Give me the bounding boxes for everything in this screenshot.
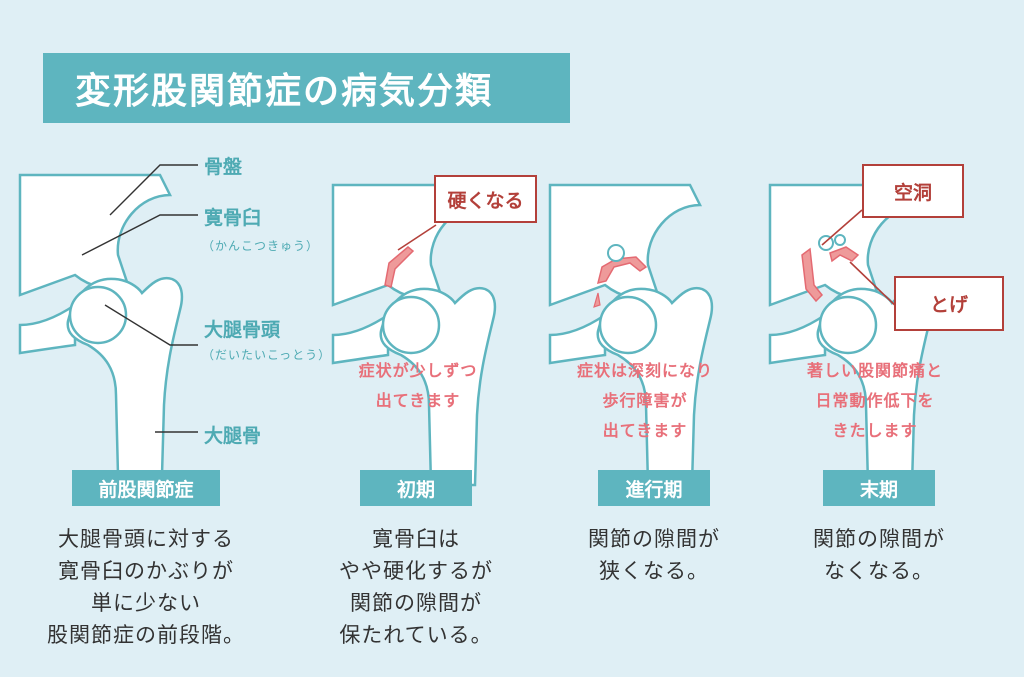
callout-cavity: 空洞 bbox=[862, 164, 964, 218]
narrowing-lesion bbox=[596, 256, 648, 285]
label-acetabulum-reading: （かんこつきゅう） bbox=[202, 239, 320, 253]
symptom-end: 著しい股関節痛と日常動作低下をきたします bbox=[806, 361, 943, 440]
pelvis-leader bbox=[109, 164, 198, 216]
hardening-leader bbox=[397, 224, 437, 251]
acetabulum-leader bbox=[81, 214, 198, 256]
description-end: 関節の隙間がなくなる。 bbox=[813, 527, 945, 583]
spur-leader bbox=[849, 261, 903, 313]
callout-hardening: 硬くなる bbox=[434, 175, 537, 223]
callout-spur: とげ bbox=[894, 276, 1004, 331]
label-femur: 大腿骨 bbox=[204, 425, 262, 447]
description-early: 寛骨臼はやや硬化するが関節の隙間が保たれている。 bbox=[339, 527, 493, 647]
stage-badge-early: 初期 bbox=[360, 470, 472, 506]
cavity-leader bbox=[821, 209, 863, 246]
description-advanced: 関節の隙間が狭くなる。 bbox=[588, 527, 720, 583]
stage-badge-preosteoarthritis: 前股関節症 bbox=[72, 470, 220, 506]
symptom-early: 症状が少しずつ出てきます bbox=[358, 361, 478, 410]
hip-advanced bbox=[548, 183, 714, 487]
hip-early bbox=[331, 183, 497, 487]
hip-preosteoarthritis bbox=[18, 173, 184, 477]
stage-badge-end: 末期 bbox=[823, 470, 935, 506]
stage-badge-advanced: 進行期 bbox=[598, 470, 710, 506]
label-femoral-head: 大腿骨頭 bbox=[204, 319, 281, 341]
description-preosteoarthritis: 大腿骨頭に対する寛骨臼のかぶりが単に少ない股関節症の前段階。 bbox=[47, 527, 245, 647]
page-title: 変形股関節症の病気分類 bbox=[43, 53, 570, 123]
sclerosis-lesion bbox=[384, 246, 415, 288]
label-acetabulum: 寛骨臼 bbox=[204, 207, 262, 229]
label-femoral-head-reading: （だいたいこっとう） bbox=[202, 348, 332, 362]
label-pelvis: 骨盤 bbox=[204, 156, 243, 178]
femoral-head-leader bbox=[104, 304, 198, 346]
symptom-advanced: 症状は深刻になり歩行障害が出てきます bbox=[576, 361, 713, 440]
spur-lesion bbox=[801, 247, 824, 303]
